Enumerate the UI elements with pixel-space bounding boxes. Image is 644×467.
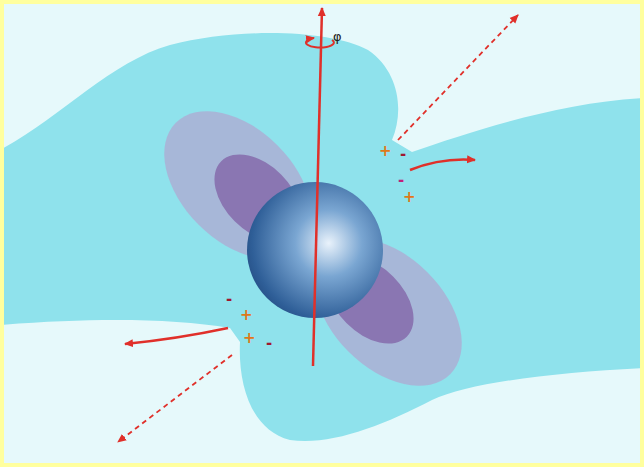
dashed-axis: [398, 15, 518, 140]
rotation-symbol: φ: [333, 30, 342, 43]
drawing-ground: φ+--+-++-: [4, 4, 640, 463]
rotating-body-illustration: [4, 4, 640, 463]
outer-field-region: [4, 33, 640, 441]
charge-sign: +: [243, 331, 256, 346]
dashed-axis: [118, 355, 232, 442]
charge-sign: +: [379, 144, 392, 159]
charge-sign: +: [240, 308, 253, 323]
charge-sign: -: [398, 173, 404, 188]
charge-sign: -: [266, 336, 272, 351]
rotation-axis: [313, 8, 322, 366]
charge-sign: -: [226, 292, 232, 307]
flow-arrow: [125, 328, 228, 344]
rotation-arrow: [306, 38, 334, 48]
charge-sign: -: [400, 147, 406, 162]
flow-arrow: [410, 159, 475, 170]
charge-sign: +: [403, 190, 416, 205]
